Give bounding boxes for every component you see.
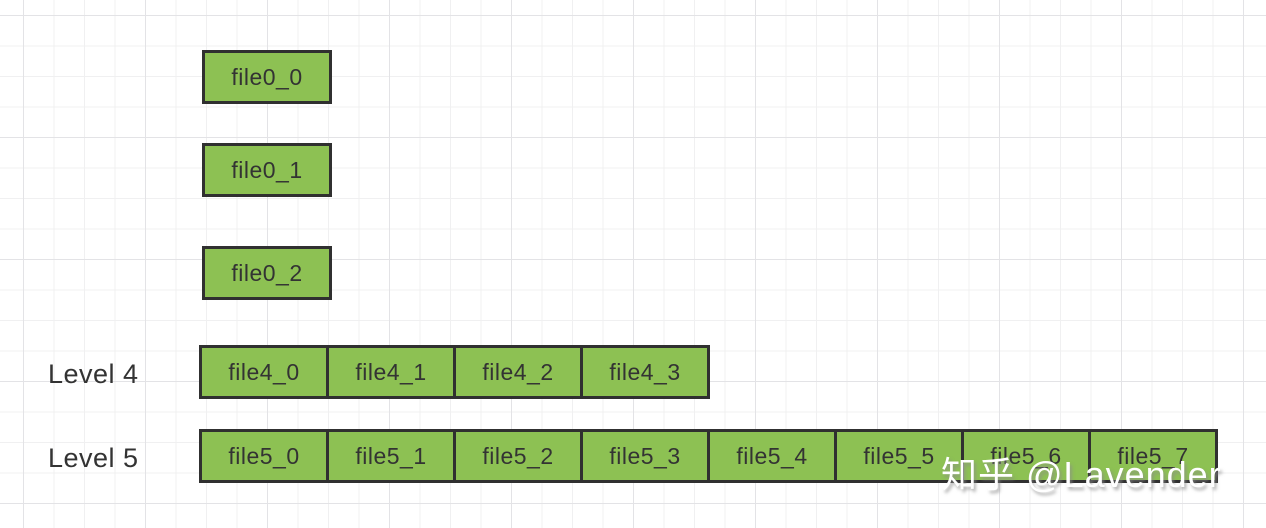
file-box: file5_7 [1088, 429, 1218, 483]
level-4-label: Level 4 [48, 358, 139, 389]
level-4-file-row: file4_0 file4_1 file4_2 file4_3 [199, 345, 710, 399]
level-5-file-row: file5_0 file5_1 file5_2 file5_3 file5_4 … [199, 429, 1218, 483]
level-5-label: Level 5 [48, 442, 139, 473]
file-box: file5_5 [834, 429, 964, 483]
file-box-level0-2: file0_2 [202, 246, 332, 300]
file-box: file5_2 [453, 429, 583, 483]
file-box-level0-1: file0_1 [202, 143, 332, 197]
file-box: file5_6 [961, 429, 1091, 483]
file-box: file5_4 [707, 429, 837, 483]
file-box: file5_3 [580, 429, 710, 483]
file-box-level0-0: file0_0 [202, 50, 332, 104]
file-box: file4_0 [199, 345, 329, 399]
file-box: file5_1 [326, 429, 456, 483]
file-box: file4_2 [453, 345, 583, 399]
file-box: file5_0 [199, 429, 329, 483]
file-box: file4_1 [326, 345, 456, 399]
file-box: file4_3 [580, 345, 710, 399]
